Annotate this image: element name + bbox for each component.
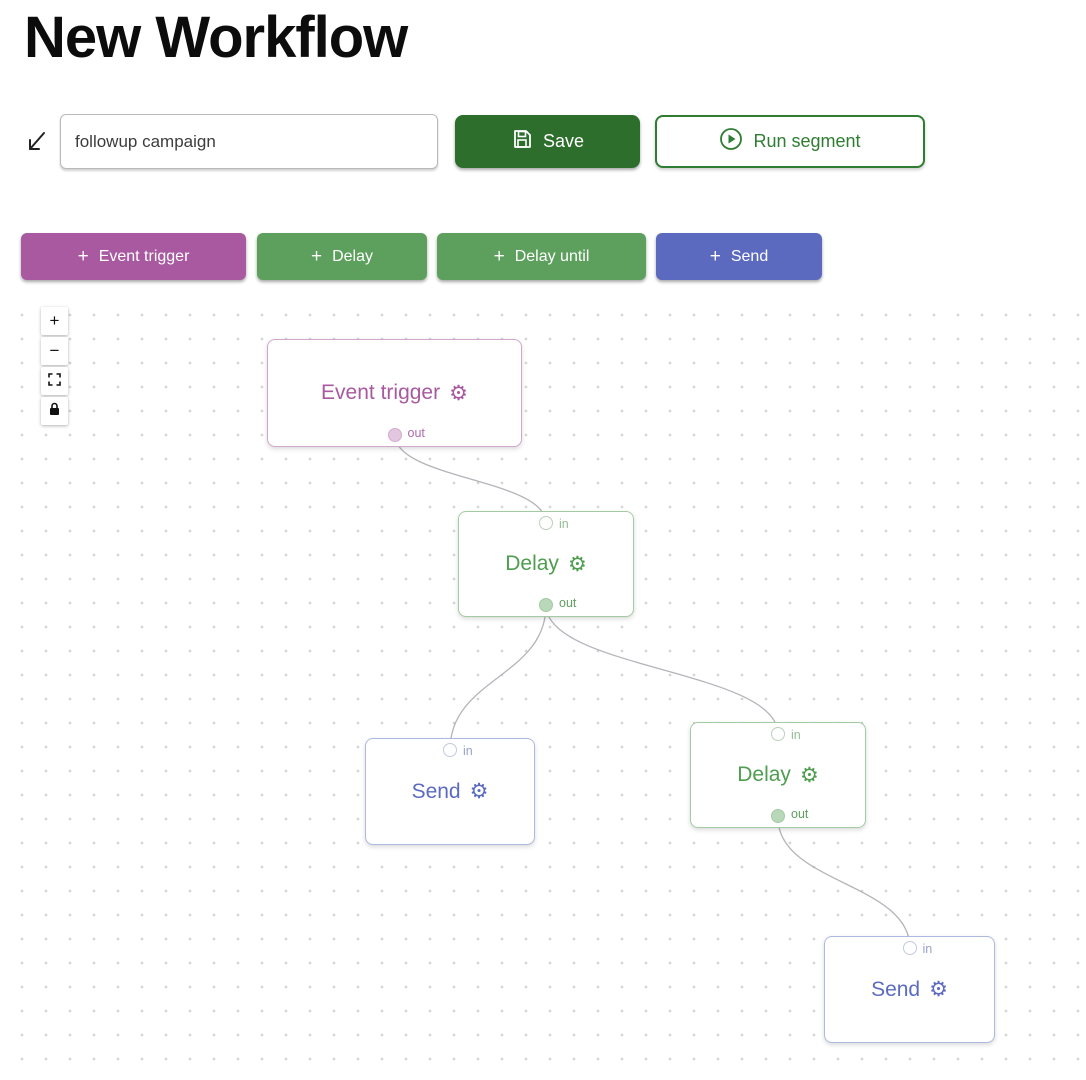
settings-icon[interactable]: ⚙ [449,381,468,405]
node-title: Delay ⚙ [505,552,587,576]
palette-add-send-button[interactable]: + Send [656,233,822,280]
palette-add-event-trigger-button[interactable]: + Event trigger [21,233,246,280]
palette-event-trigger-label: Event trigger [98,247,190,265]
handle-in-label: in [463,744,473,758]
handle-out-label: out [559,596,577,610]
node-event-trigger[interactable]: Event trigger ⚙ out [267,339,522,447]
handle-in-label: in [791,728,801,742]
node-label: Delay [505,552,559,575]
settings-icon[interactable]: ⚙ [469,780,489,803]
handle-in[interactable] [539,516,553,530]
edge-delay-to-send[interactable] [449,604,547,751]
node-title: Event trigger ⚙ [321,381,468,405]
workflow-name-input[interactable] [60,114,438,169]
node-title: Send ⚙ [871,978,948,1002]
node-title: Send ⚙ [412,780,489,804]
plus-icon: + [49,311,60,330]
plus-icon: + [709,246,721,267]
handle-in[interactable] [771,727,785,741]
arrow-down-left-icon [20,126,52,158]
node-label: Delay [737,763,791,786]
play-icon [719,127,743,156]
palette-add-delay-until-button[interactable]: + Delay until [437,233,646,280]
handle-in-label: in [559,517,569,531]
canvas-controls: + − [41,307,68,425]
run-segment-button[interactable]: Run segment [655,115,925,168]
lock-icon [48,401,61,421]
palette-add-delay-button[interactable]: + Delay [257,233,427,280]
handle-out[interactable] [387,428,402,442]
save-icon [511,128,533,155]
settings-icon[interactable]: ⚙ [799,763,819,787]
edge-delay-to-delay[interactable] [545,604,779,735]
handle-in[interactable] [902,941,917,955]
edges-layer [394,434,911,949]
run-segment-label: Run segment [753,131,861,151]
fit-view-icon [48,371,61,391]
zoom-out-button[interactable]: − [41,337,68,365]
node-send-2[interactable]: in Send ⚙ [824,936,995,1043]
node-title: Delay ⚙ [737,763,819,787]
lock-button[interactable] [41,397,68,425]
settings-icon[interactable]: ⚙ [929,978,948,1001]
edge-delay2-to-send2[interactable] [777,817,911,949]
node-send-1[interactable]: in Send ⚙ [365,738,535,845]
handle-out[interactable] [771,809,785,823]
handle-in[interactable] [443,743,457,757]
node-delay-2[interactable]: in Delay ⚙ out [690,722,866,828]
workflow-canvas[interactable]: + − [0,295,1086,1080]
edge-event-to-delay[interactable] [394,434,547,524]
fit-view-button[interactable] [41,367,68,395]
handle-out[interactable] [539,598,553,612]
handle-out-label: out [791,807,809,821]
node-delay-1[interactable]: in Delay ⚙ out [458,511,634,617]
plus-icon: + [77,246,89,267]
save-button-label: Save [542,131,585,151]
settings-icon[interactable]: ⚙ [567,552,587,576]
node-label: Send [411,779,461,803]
handle-in-label: in [922,942,933,956]
zoom-in-button[interactable]: + [41,307,68,335]
plus-icon: + [310,246,323,267]
minus-icon: − [49,341,60,360]
page-title: New Workflow [24,5,408,70]
save-button[interactable]: Save [455,115,640,168]
palette-delay-until-label: Delay until [514,247,590,265]
node-label: Send [871,977,921,1001]
palette-delay-label: Delay [332,247,373,265]
handle-out-label: out [407,426,425,440]
plus-icon: + [493,246,505,267]
node-label: Event trigger [321,381,441,404]
palette-send-label: Send [730,247,769,265]
